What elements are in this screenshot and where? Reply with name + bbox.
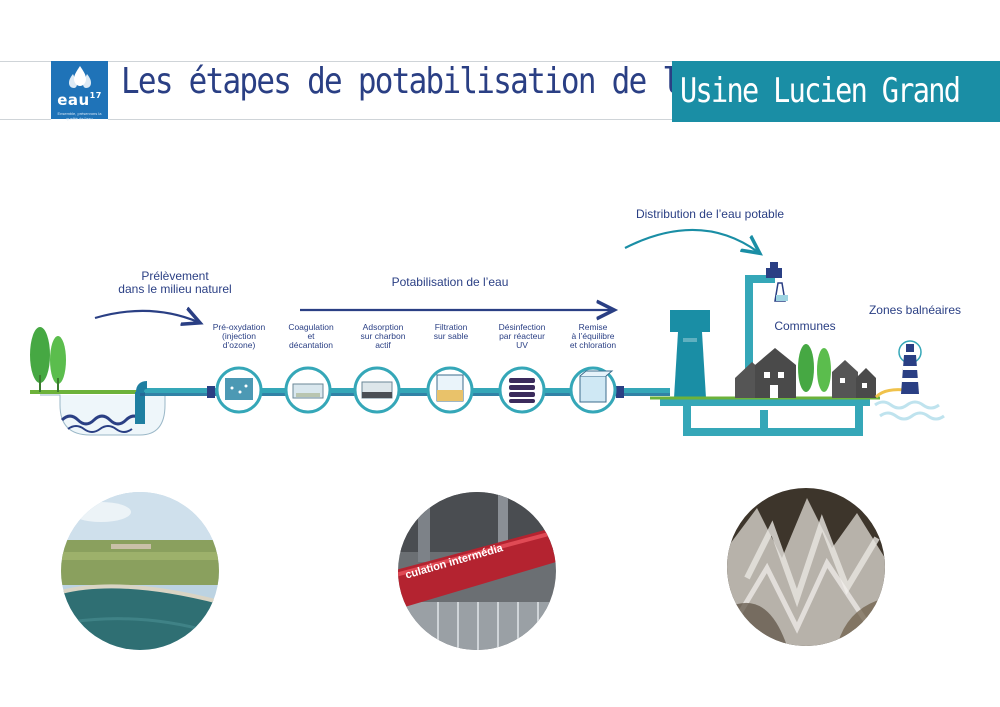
distribution-network [660, 275, 870, 436]
distribution-arrow [624, 228, 758, 252]
step-label-preoxidation: Pré-oxydation (injection d’ozone) [212, 322, 266, 350]
intake-pipe [136, 381, 148, 420]
beaches-label: Zones balnéaires [868, 303, 962, 317]
logo-text: eau17 [57, 91, 102, 109]
step-circle-adsorption [353, 366, 401, 414]
photo-aerial-reservoir [61, 492, 219, 650]
step-label-coagulation: Coagulation et décantation [288, 322, 334, 350]
communes-label: Communes [774, 319, 836, 333]
step-label-filtration: Filtration sur sable [433, 322, 469, 341]
step-circle-coagulation [284, 366, 332, 414]
plant-name: Usine Lucien Grand [680, 71, 961, 111]
photo-uv-reactor: culation intermédia [398, 492, 556, 650]
step-label-disinfection: Désinfection par réacteur UV [498, 322, 546, 350]
water-drops-icon [69, 66, 91, 88]
header-rule-top [0, 61, 51, 62]
photo-filter-media [727, 488, 885, 646]
water-tower-icon [670, 310, 710, 398]
plant-name-banner: Usine Lucien Grand [672, 61, 1000, 122]
tap-icon [766, 262, 788, 302]
main-pipe [140, 388, 670, 396]
houses-icon [735, 348, 876, 398]
step-circle-disinfection [498, 366, 546, 414]
logo-tagline: Ensemble, préservons la qualité de l'eau [57, 111, 102, 121]
eau17-logo: eau17 Ensemble, préservons la qualité de… [51, 61, 108, 121]
sea-waves [874, 400, 945, 421]
treatment-label: Potabilisation de l’eau [391, 275, 509, 289]
header-rule-bottom [0, 119, 51, 120]
natural-source [30, 327, 215, 436]
page-title: Les étapes de potabilisation de l’eau [121, 61, 749, 102]
lighthouse-icon [898, 340, 922, 394]
intake-arrow [94, 311, 198, 322]
distribution-label: Distribution de l’eau potable [635, 207, 785, 221]
step-label-remineralisation: Remise à l’équilibre et chloration [569, 322, 617, 350]
step-label-adsorption: Adsorption sur charbon actif [360, 322, 406, 350]
step-circle-remineralisation [569, 366, 617, 414]
step-circle-filtration [426, 366, 474, 414]
header-rule-top-mid [108, 61, 672, 62]
intake-label: Prélèvement dans le milieu naturel [118, 269, 232, 296]
header-rule-bottom-mid [108, 119, 672, 120]
step-circle-preoxidation [215, 366, 263, 414]
